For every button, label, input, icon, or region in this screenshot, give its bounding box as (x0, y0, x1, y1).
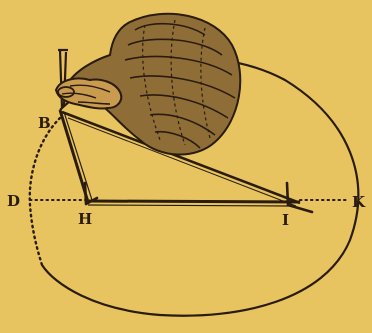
pin-i (287, 183, 312, 212)
label-b: B (38, 114, 51, 132)
label-d: D (7, 192, 20, 210)
segment-h-i (88, 201, 300, 202)
label-h: H (78, 210, 92, 228)
label-i: I (282, 211, 289, 229)
ellipse-dotted-arc (30, 118, 60, 265)
hand-holding-pencil (56, 14, 240, 155)
segment-h-i-double (88, 205, 290, 206)
label-k: K (352, 193, 366, 211)
